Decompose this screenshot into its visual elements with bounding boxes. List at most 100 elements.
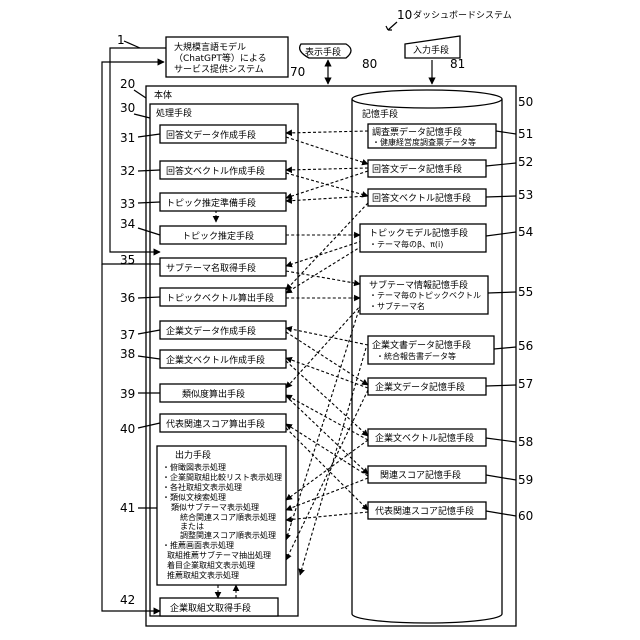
input-number: 81 [450,57,465,71]
storage-cylinder-top [352,90,502,108]
proc-42-number: 42 [120,593,135,607]
output-line-5: 類似サブテーマ表示処理 [171,502,259,512]
input-means: 入力手段 81 [405,36,465,71]
output-line-3: ・各社取組文表示処理 [162,482,242,492]
system-number: 10 [397,8,412,22]
output-line-6: 統合関連スコア順表示処理 [180,512,276,522]
proc-42: 企業取組文取得手段 42 [120,593,278,616]
output-line-7: または [180,522,204,531]
stor-51-number: 51 [518,127,533,141]
processing-number: 30 [120,101,135,115]
stor-55-line-1: サブテーマ情報記憶手段 [369,279,468,291]
proc-36: トピックベクトル算出手段 36 [120,288,286,306]
stor-58-number: 58 [518,435,533,449]
stor-55-number: 55 [518,285,533,299]
proc-36-number: 36 [120,291,135,305]
stor-55-line-2: ・テーマ毎のトピックベクトル [369,290,481,300]
proc-38: 企業文ベクトル作成手段 38 [120,347,286,368]
proc-39: 類似度算出手段 39 [120,384,286,402]
proc-36-label: トピックベクトル算出手段 [166,292,274,304]
proc-32-number: 32 [120,164,135,178]
storage-label: 記憶手段 [362,108,398,120]
stor-55-line-3: ・サブテーマ名 [369,301,425,311]
stor-55: サブテーマ情報記憶手段 ・テーマ毎のトピックベクトル ・サブテーマ名 55 [360,276,533,314]
proc-31: 回答文データ作成手段 31 [120,125,286,145]
output-line-1: ・俯瞰図表示処理 [162,462,226,472]
proc-31-number: 31 [120,131,135,145]
output-line-10: 取組推薦サブテーマ抽出処理 [167,550,271,560]
proc-37-label: 企業文データ作成手段 [166,325,256,337]
stor-53-line-1: 回答文ベクトル記憶手段 [372,192,471,204]
output-title: 出力手段 [175,449,211,461]
proc-38-number: 38 [120,347,135,361]
llm-service-number: 70 [290,65,305,79]
proc-31-label: 回答文データ作成手段 [166,129,256,141]
proc-35-label: サブテーマ名取得手段 [166,262,256,274]
stor-60-number: 60 [518,509,533,523]
output-number: 41 [120,501,135,515]
proc-40-number: 40 [120,422,135,436]
stor-60-line-1: 代表関連スコア記憶手段 [375,505,474,517]
stor-53-number: 53 [518,188,533,202]
system-header: 10 ダッシュボードシステム [386,8,512,30]
system-label: ダッシュボードシステム [413,9,512,21]
stor-59-line-1: 関連スコア記憶手段 [380,469,461,481]
proc-32: 回答文ベクトル作成手段 32 [120,161,286,179]
processing-label: 処理手段 [156,107,192,119]
stor-51: 調査票データ記憶手段 ・健康経営度調査票データ等 51 [368,124,533,148]
proc-34: トピック推定手段 34 [120,217,286,244]
stor-56: 企業文書データ記憶手段 ・統合報告書データ等 56 [368,336,533,364]
stor-51-line-2: ・健康経営度調査票データ等 [372,137,476,147]
proc-40-label: 代表関連スコア算出手段 [166,418,265,430]
proc-33-label: トピック推定準備手段 [166,197,256,209]
main-body-label: 本体 [154,89,172,101]
proc-33: トピック推定準備手段 33 [120,193,286,211]
llm-service-line-2: （ChatGPT等）による [174,52,267,64]
output-line-12: 推薦取組文表示処理 [167,570,239,580]
stor-56-line-1: 企業文書データ記憶手段 [372,339,471,351]
display-means: 表示手段 80 [300,44,378,71]
stor-57-number: 57 [518,377,533,391]
stor-56-line-2: ・統合報告書データ等 [376,351,456,361]
proc-39-number: 39 [120,387,135,401]
stor-52-number: 52 [518,155,533,169]
proc-32-label: 回答文ベクトル作成手段 [166,165,265,177]
stor-58-line-1: 企業文ベクトル記憶手段 [375,432,474,444]
storage-number: 50 [518,95,533,109]
proc-39-label: 類似度算出手段 [182,388,245,400]
llm-service: 大規模言語モデル （ChatGPT等）による サービス提供システム 70 1 [117,33,305,79]
output-means: 出力手段 ・俯瞰図表示処理 ・企業間取組比較リスト表示処理 ・各社取組文表示処理… [120,446,286,585]
stor-57-line-1: 企業文データ記憶手段 [375,381,465,393]
display-number: 80 [362,57,377,71]
stor-59-number: 59 [518,473,533,487]
output-line-9: ・推薦画面表示処理 [162,540,234,550]
proc-34-label: トピック推定手段 [182,230,254,242]
output-line-2: ・企業間取組比較リスト表示処理 [162,472,282,482]
proc-37-number: 37 [120,328,135,342]
stor-53: 回答文ベクトル記憶手段 53 [368,188,533,206]
stor-54-number: 54 [518,225,533,239]
stor-57: 企業文データ記憶手段 57 [368,377,533,395]
proc-38-label: 企業文ベクトル作成手段 [166,354,265,366]
proc-37: 企業文データ作成手段 37 [120,321,286,342]
stor-56-number: 56 [518,339,533,353]
output-line-4: ・類似文検索処理 [162,492,226,502]
display-label: 表示手段 [305,46,341,58]
input-label: 入力手段 [413,44,449,56]
proc-42-label: 企業取組文取得手段 [170,602,251,614]
proc-33-number: 33 [120,197,135,211]
proc-40: 代表関連スコア算出手段 40 [120,414,286,436]
proc-35-number: 35 [120,253,135,267]
stor-52-line-1: 回答文データ記憶手段 [372,163,462,175]
stor-54-line-1: トピックモデル記憶手段 [369,227,468,239]
stor-54: トピックモデル記憶手段 ・テーマ毎のβ、π(i) 54 [360,224,533,252]
llm-service-line-3: サービス提供システム [174,63,264,75]
stor-58: 企業文ベクトル記憶手段 58 [368,429,533,449]
processing-boxes: 回答文データ作成手段 31 回答文ベクトル作成手段 32 トピック推定準備手段 … [120,125,286,616]
llm-service-line-1: 大規模言語モデル [174,41,246,53]
dashboard-ref-number: 1 [117,33,125,47]
proc-34-number: 34 [120,217,135,231]
output-line-8: 調整関連スコア順表示処理 [180,530,276,540]
